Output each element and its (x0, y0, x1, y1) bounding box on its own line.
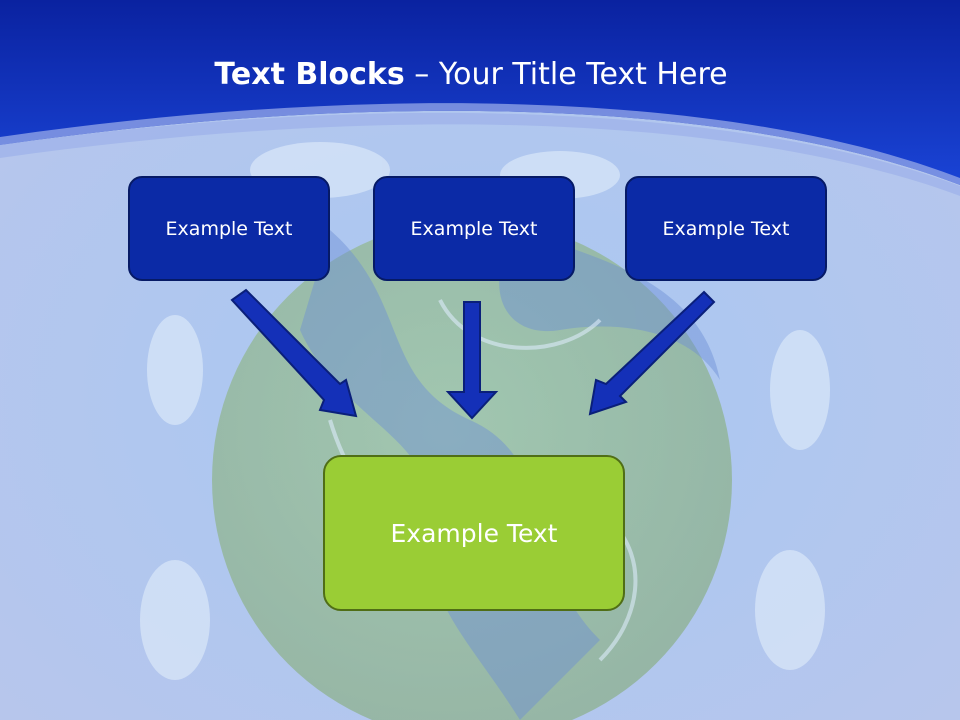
text-block-3[interactable]: Example Text (625, 176, 827, 281)
text-block-2[interactable]: Example Text (373, 176, 575, 281)
arrow-right-icon (588, 290, 716, 416)
title-rest: Your Title Text Here (438, 57, 728, 92)
text-block-1[interactable]: Example Text (128, 176, 330, 281)
text-block-2-label: Example Text (410, 217, 538, 240)
slide-title: Text Blocks – Your Title Text Here (0, 52, 942, 98)
text-block-1-label: Example Text (165, 217, 293, 240)
result-block-label: Example Text (390, 518, 558, 548)
title-bold: Text Blocks (214, 57, 405, 92)
text-block-3-label: Example Text (662, 217, 790, 240)
arrow-center-icon (445, 301, 499, 420)
title-dash: – (414, 57, 430, 92)
result-block[interactable]: Example Text (323, 455, 625, 611)
arrow-left-icon (230, 288, 358, 418)
